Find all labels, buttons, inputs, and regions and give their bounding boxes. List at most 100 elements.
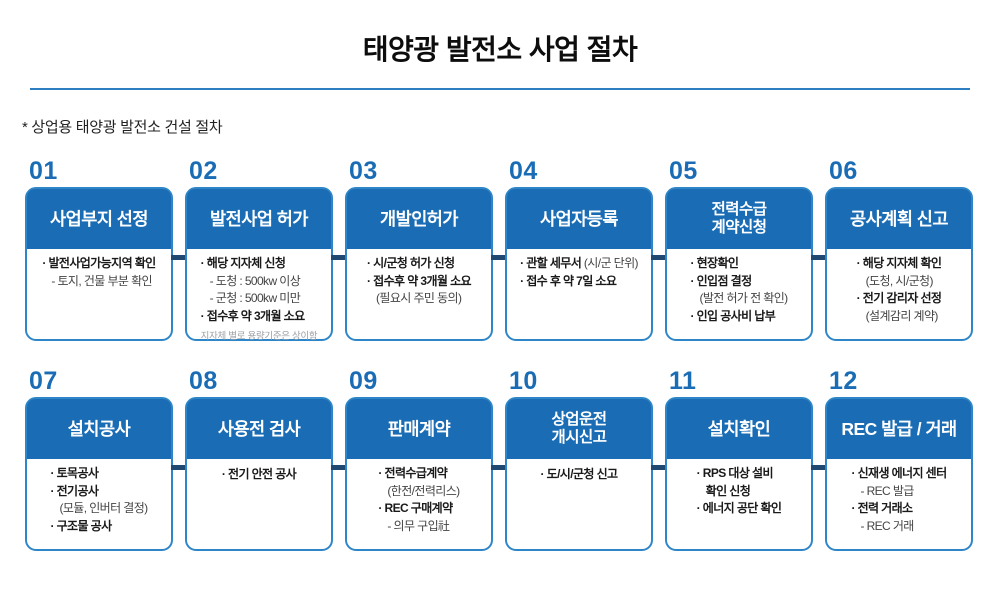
- step-card: 03 개발인허가 · 시/군청 허가 신청· 접수후 약 3개월 소요(필요시 …: [345, 159, 505, 341]
- step-detail-line: · 전기 감리자 선정: [856, 291, 942, 305]
- step-card-body-wrap: · 도/시/군청 신고: [507, 459, 651, 484]
- step-card: 09 판매계약 · 전력수급계약(한전/전력리스)· REC 구매계약- 의무 …: [345, 369, 505, 551]
- step-card-body-wrap: · 해당 지자체 신청- 도청 : 500kw 이상- 군청 : 500kw 미…: [187, 249, 331, 346]
- step-card: 12 REC 발급 / 거래 · 신재생 에너지 센터 - REC 발급 · 전력 …: [825, 369, 973, 551]
- step-detail-line: · 시/군청 허가 신청: [367, 256, 455, 270]
- step-connector: [651, 465, 665, 470]
- step-detail-line: · 접수 후 약 7일 소요: [520, 273, 617, 288]
- step-connector: [331, 255, 345, 260]
- step-card-title: 전력수급 계약신청: [711, 201, 767, 236]
- step-connector: [171, 255, 185, 260]
- step-number: 04: [509, 157, 538, 185]
- step-card-body-wrap: · 현장확인· 인입점 결정(발전 허가 전 확인)· 인입 공사비 납부: [667, 249, 811, 325]
- step-detail-line: · 전기 안전 공사: [221, 467, 297, 481]
- step-card-title: 개발인허가: [380, 208, 459, 229]
- step-detail-line: · 접수후 약 3개월 소요: [200, 308, 306, 323]
- step-card-header: 사용전 검사: [187, 399, 331, 459]
- step-card-title: 설치확인: [707, 418, 771, 439]
- step-detail-line: · 인입점 결정: [690, 273, 752, 288]
- step-number: 09: [349, 367, 378, 395]
- step-card-body: · 전기 안전 공사: [221, 466, 297, 484]
- process-board: 01 사업부지 선정 · 발전사업가능지역 확인- 토지, 건물 부분 확인 0…: [25, 159, 1000, 551]
- step-detail-line: - REC 거래: [860, 518, 914, 533]
- step-card-title: 판매계약: [387, 418, 451, 439]
- step-detail-line: 지자체 별로 용량기준은 상이함: [200, 331, 318, 342]
- step-card-body-wrap: · 전력수급계약(한전/전력리스)· REC 구매계약- 의무 구입社: [347, 459, 491, 535]
- step-detail-line: · 인입 공사비 납부: [690, 308, 776, 323]
- step-card-body-wrap: · 신재생 에너지 센터 - REC 발급 · 전력 거래소 - REC 거래: [827, 459, 971, 535]
- step-card: 05 전력수급 계약신청 · 현장확인· 인입점 결정(발전 허가 전 확인)·…: [665, 159, 825, 341]
- step-detail-line: · 발전사업가능지역 확인: [42, 256, 156, 270]
- step-card-header: 설치공사: [27, 399, 171, 459]
- step-card-header: 개발인허가: [347, 189, 491, 249]
- step-detail-line: (설계감리 계약): [865, 308, 939, 323]
- step-number: 02: [189, 157, 218, 185]
- step-connector: [491, 465, 505, 470]
- step-detail-line: · 구조물 공사: [50, 518, 112, 533]
- step-card-title: REC 발급 / 거래: [841, 418, 957, 439]
- step-card: 08 사용전 검사 · 전기 안전 공사: [185, 369, 345, 551]
- step-detail-line: · 전기공사: [50, 483, 99, 498]
- step-card-header: 판매계약: [347, 399, 491, 459]
- step-card-body: · 신재생 에너지 센터 - REC 발급 · 전력 거래소 - REC 거래: [851, 465, 947, 535]
- process-row-1: 01 사업부지 선정 · 발전사업가능지역 확인- 토지, 건물 부분 확인 0…: [25, 159, 1000, 342]
- step-card-title: 설치공사: [67, 418, 131, 439]
- step-card: 10 상업운전 개시신고 · 도/시/군청 신고: [505, 369, 665, 551]
- step-card: 04 사업자등록 · 관할 세무서 (시/군 단위) · 접수 후 약 7일 소요: [505, 159, 665, 341]
- step-detail-line: · 해당 지자체 신청: [200, 256, 286, 270]
- step-detail-line: - 군청 : 500kw 미만: [209, 291, 301, 305]
- step-card-body-wrap: · 토목공사· 전기공사(모듈, 인버터 결정)· 구조물 공사: [27, 459, 171, 535]
- step-detail-line: - REC 발급: [860, 483, 914, 498]
- step-detail-line: (한전/전력리스): [387, 483, 460, 498]
- step-card-header: 사업부지 선정: [27, 189, 171, 249]
- process-row-2: 07 설치공사 · 토목공사· 전기공사(모듈, 인버터 결정)· 구조물 공사…: [25, 369, 1000, 551]
- step-detail-line: · 전력 거래소: [851, 501, 913, 515]
- step-card-body: · 도/시/군청 신고: [540, 466, 619, 484]
- step-card: 02 발전사업 허가 · 해당 지자체 신청- 도청 : 500kw 이상- 군…: [185, 159, 345, 342]
- step-detail-line: · RPS 대상 설비: [696, 466, 774, 480]
- step-card-body: · 현장확인· 인입점 결정(발전 허가 전 확인)· 인입 공사비 납부: [690, 255, 788, 325]
- step-detail-line: · REC 구매계약: [378, 501, 453, 515]
- step-card-title: 사용전 검사: [217, 418, 301, 439]
- step-card-header: 상업운전 개시신고: [507, 399, 651, 459]
- step-connector: [651, 255, 665, 260]
- step-number: 08: [189, 367, 218, 395]
- step-card-body-wrap: · 전기 안전 공사: [187, 459, 331, 484]
- step-detail-tail: (시/군 단위): [583, 256, 639, 270]
- step-detail-line: · 토목공사: [50, 466, 99, 480]
- step-card-header: 발전사업 허가: [187, 189, 331, 249]
- step-connector: [811, 255, 825, 260]
- step-card: 01 사업부지 선정 · 발전사업가능지역 확인- 토지, 건물 부분 확인: [25, 159, 185, 341]
- step-connector: [491, 255, 505, 260]
- step-card-title: 발전사업 허가: [210, 208, 308, 229]
- step-detail-line: · 현장확인: [690, 256, 739, 270]
- step-number: 11: [669, 367, 697, 395]
- step-detail-line: · 관할 세무서 (시/군 단위): [520, 256, 639, 270]
- step-detail-line: · 도/시/군청 신고: [540, 467, 619, 481]
- step-number: 07: [29, 367, 58, 395]
- step-card-body-wrap: · 해당 지자체 확인(도청, 시/군청)· 전기 감리자 선정(설계감리 계약…: [827, 249, 971, 325]
- step-card-header: 공사계획 신고: [827, 189, 971, 249]
- step-detail-line: · 신재생 에너지 센터: [851, 466, 947, 480]
- step-card-body: · 토목공사· 전기공사(모듈, 인버터 결정)· 구조물 공사: [50, 465, 148, 535]
- step-detail-line: · 에너지 공단 확인: [696, 501, 782, 515]
- step-number: 12: [829, 367, 858, 395]
- step-card-body: · 전력수급계약(한전/전력리스)· REC 구매계약- 의무 구입社: [378, 465, 460, 535]
- step-number: 06: [829, 157, 858, 185]
- step-number: 05: [669, 157, 698, 185]
- step-card-title: 사업자등록: [540, 208, 619, 229]
- step-card-body: · 해당 지자체 신청- 도청 : 500kw 이상- 군청 : 500kw 미…: [201, 255, 318, 346]
- step-card-title: 사업부지 선정: [50, 208, 148, 229]
- title-divider: [30, 88, 970, 90]
- page-title: 태양광 발전소 사업 절차: [362, 34, 638, 65]
- step-card-title: 상업운전 개시신고: [551, 411, 607, 446]
- step-card-header: 설치확인: [667, 399, 811, 459]
- step-number: 03: [349, 157, 378, 185]
- step-card-header: REC 발급 / 거래: [827, 399, 971, 459]
- subtitle-note: * 상업용 태양광 발전소 건설 절차: [22, 119, 223, 136]
- step-detail-line: · 해당 지자체 확인: [856, 256, 942, 270]
- step-number: 10: [509, 367, 538, 395]
